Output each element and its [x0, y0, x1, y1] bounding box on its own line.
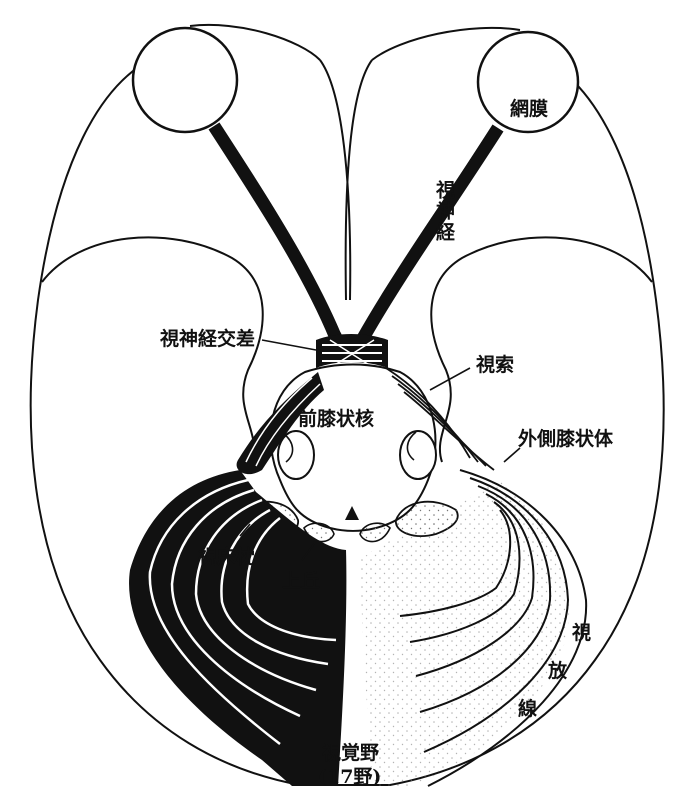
label-optic-radiation-1: 視 — [572, 624, 591, 643]
label-area-17: (17野) — [318, 768, 381, 787]
label-lateral-geniculate-body: 外側膝状体 — [518, 430, 613, 449]
left-eye-retina — [133, 28, 237, 132]
optic-chiasm — [316, 334, 388, 368]
right-lateral-geniculate — [400, 431, 436, 479]
label-optic-tract: 視索 — [476, 356, 514, 375]
label-optic-nerve: 視神経 — [434, 180, 453, 243]
label-optic-chiasm: 視神経交差 — [160, 330, 255, 349]
left-lateral-geniculate — [278, 431, 314, 479]
label-pretectal-nucleus: 前膝状核 — [298, 410, 374, 429]
label-optic-radiation-2: 放 — [548, 662, 567, 681]
label-retina: 網膜 — [510, 100, 548, 119]
right-optic-nerve — [362, 128, 498, 340]
left-optic-nerve — [214, 126, 336, 338]
label-pulvinar: 視床枕 — [198, 548, 255, 567]
label-visual-cortex: 視覚野 — [322, 744, 379, 763]
label-superior-colliculus: 上丘 — [282, 572, 320, 591]
interhemispheric-fissure — [320, 60, 372, 300]
label-optic-radiation-3: 線 — [518, 700, 537, 719]
